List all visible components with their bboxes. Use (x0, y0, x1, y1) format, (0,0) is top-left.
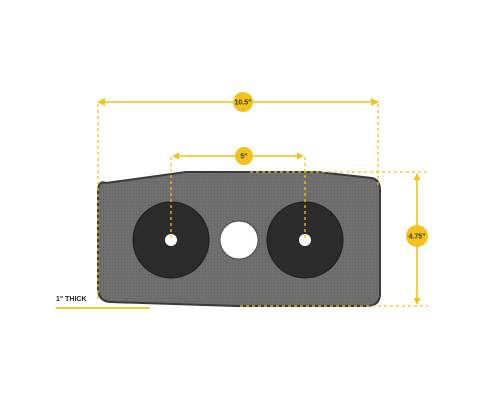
thickness-label: 1" THICK (56, 296, 87, 303)
height-dimension: 4.75" (240, 171, 428, 307)
height-badge (406, 225, 428, 247)
arrow-left-icon (172, 152, 179, 160)
arrow-down-icon (413, 298, 421, 305)
left-pad-center-hole (165, 234, 177, 246)
hole-spacing-dimension: 5" (170, 147, 306, 240)
overall-width-badge (233, 92, 253, 112)
arrow-right-icon (371, 98, 379, 106)
hole-spacing-badge (235, 147, 253, 165)
hole-spacing-label: 5" (240, 154, 247, 161)
arrow-up-icon (413, 173, 421, 180)
height-label: 4.75" (409, 234, 426, 241)
right-pad-center-hole (299, 234, 311, 246)
overall-width-label: 10.5" (235, 100, 252, 107)
arrow-right-icon (297, 152, 304, 160)
arrow-left-icon (97, 98, 105, 106)
center-hole (219, 220, 259, 260)
thickness-callout: 1" THICK (56, 296, 150, 309)
